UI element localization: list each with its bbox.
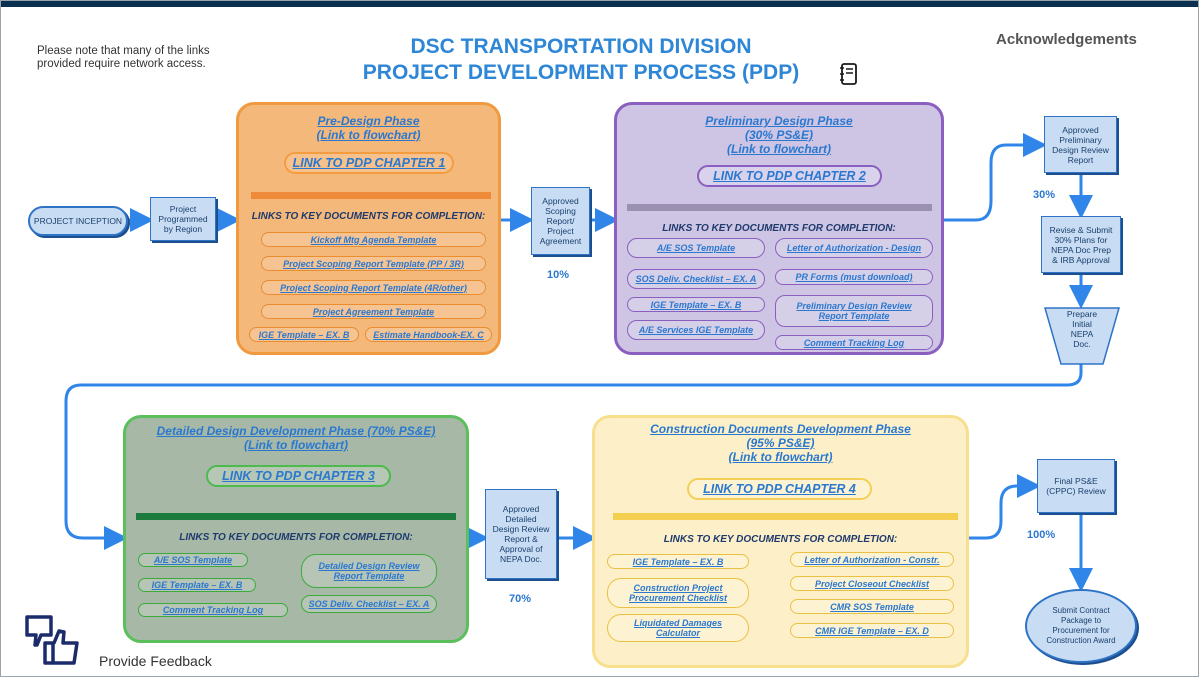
pre-design-flowchart-link[interactable]: Pre-Design Phase (Link to flowchart): [316, 114, 421, 142]
preliminary-flowchart-link[interactable]: Preliminary Design Phase (30% PS&E) (Lin…: [705, 114, 853, 156]
pct-10-label: 10%: [547, 269, 570, 281]
cmr-ige-template-link[interactable]: CMR IGE Template – EX. D: [790, 623, 954, 638]
project-inception-node: PROJECT INCEPTION: [28, 206, 128, 236]
scoping-report-pp3r-link[interactable]: Project Scoping Report Template (PP / 3R…: [261, 256, 486, 271]
key-docs-heading: LINKS TO KEY DOCUMENTS FOR COMPLETION:: [662, 223, 896, 234]
top-bar: [1, 1, 1198, 7]
acknowledgements-link[interactable]: Acknowledgements: [996, 31, 1137, 48]
kickoff-agenda-link[interactable]: Kickoff Mtg Agenda Template: [261, 232, 486, 247]
pdp-chapter-1-link[interactable]: LINK TO PDP CHAPTER 1: [284, 152, 454, 174]
feedback-thumbs-icon[interactable]: [23, 611, 83, 671]
sos-deliv-checklist-link[interactable]: SOS Deliv. Checklist – EX. A: [627, 269, 765, 289]
letter-authorization-constr-link[interactable]: Letter of Authorization - Constr.: [790, 552, 954, 567]
pre-design-phase: Pre-Design Phase (Link to flowchart) LIN…: [236, 102, 501, 355]
ae-services-ige-link[interactable]: A/E Services IGE Template: [627, 320, 765, 340]
pct-70-label: 70%: [509, 593, 532, 605]
cmr-sos-template-link[interactable]: CMR SOS Template: [790, 599, 954, 614]
detailed-design-review-template-link[interactable]: Detailed Design Review Report Template: [301, 554, 437, 588]
detailed-flowchart-link[interactable]: Detailed Design Development Phase (70% P…: [156, 424, 436, 452]
pdp-chapter-4-link[interactable]: LINK TO PDP CHAPTER 4: [687, 478, 872, 500]
page-title-line2: PROJECT DEVELOPMENT PROCESS (PDP): [362, 61, 800, 84]
sos-deliv-checklist-link[interactable]: SOS Deliv. Checklist – EX. A: [301, 595, 437, 613]
separator-bar: [627, 204, 932, 211]
comment-tracking-log-link[interactable]: Comment Tracking Log: [138, 603, 288, 617]
key-docs-heading: LINKS TO KEY DOCUMENTS FOR COMPLETION:: [663, 534, 898, 545]
pdp-chapter-3-link[interactable]: LINK TO PDP CHAPTER 3: [206, 465, 391, 487]
pr-forms-link[interactable]: PR Forms (must download): [775, 269, 933, 285]
letter-authorization-design-link[interactable]: Letter of Authorization - Design: [775, 238, 933, 258]
construction-flowchart-link[interactable]: Construction Documents Development Phase…: [650, 422, 911, 464]
project-agreement-link[interactable]: Project Agreement Template: [261, 304, 486, 319]
ae-sos-template-link[interactable]: A/E SOS Template: [138, 553, 248, 567]
separator-bar: [613, 513, 958, 520]
pdp-chapter-2-link[interactable]: LINK TO PDP CHAPTER 2: [697, 165, 882, 187]
construction-documents-phase: Construction Documents Development Phase…: [592, 415, 969, 668]
key-docs-heading: LINKS TO KEY DOCUMENTS FOR COMPLETION:: [179, 532, 413, 543]
page-title-line1: DSC TRANSPORTATION DIVISION: [410, 35, 752, 58]
detailed-design-phase: Detailed Design Development Phase (70% P…: [123, 415, 469, 643]
project-closeout-checklist-link[interactable]: Project Closeout Checklist: [790, 576, 954, 591]
pct-100-label: 100%: [1027, 529, 1056, 541]
scoping-report-4r-link[interactable]: Project Scoping Report Template (4R/othe…: [261, 280, 486, 295]
notebook-icon[interactable]: [840, 63, 858, 85]
ige-template-link[interactable]: IGE Template – EX. B: [138, 578, 256, 592]
separator-bar: [251, 192, 491, 199]
estimate-handbook-link[interactable]: Estimate Handbook-EX. C: [365, 327, 492, 342]
liquidated-damages-calculator-link[interactable]: Liquidated Damages Calculator: [607, 614, 749, 642]
construction-procurement-checklist-link[interactable]: Construction Project Procurement Checkli…: [607, 578, 749, 608]
prelim-design-review-template-link[interactable]: Preliminary Design Review Report Templat…: [775, 295, 933, 327]
final-pse-review-node: Final PS&E(CPPC) Review: [1037, 459, 1115, 513]
key-docs-heading: LINKS TO KEY DOCUMENTS FOR COMPLETION:: [251, 211, 486, 222]
ae-sos-template-link[interactable]: A/E SOS Template: [627, 238, 765, 258]
network-access-note: Please note that many of the links provi…: [37, 45, 210, 70]
ige-template-link[interactable]: IGE Template – EX. B: [627, 297, 765, 312]
nepa-trapezoid-shape: [1044, 307, 1120, 365]
separator-bar: [136, 513, 456, 520]
arrow-preliminary-approved: [943, 133, 1047, 222]
pct-30-label: 30%: [1033, 189, 1056, 201]
arrow-nepa-detailed: [64, 364, 1083, 550]
ige-template-link[interactable]: IGE Template – EX. B: [607, 554, 749, 569]
ige-template-link[interactable]: IGE Template – EX. B: [249, 327, 359, 342]
provide-feedback-link[interactable]: Provide Feedback: [99, 653, 212, 669]
preliminary-design-phase: Preliminary Design Phase (30% PS&E) (Lin…: [614, 102, 944, 355]
arrow-construction-final: [969, 474, 1041, 540]
comment-tracking-log-link[interactable]: Comment Tracking Log: [775, 335, 933, 350]
